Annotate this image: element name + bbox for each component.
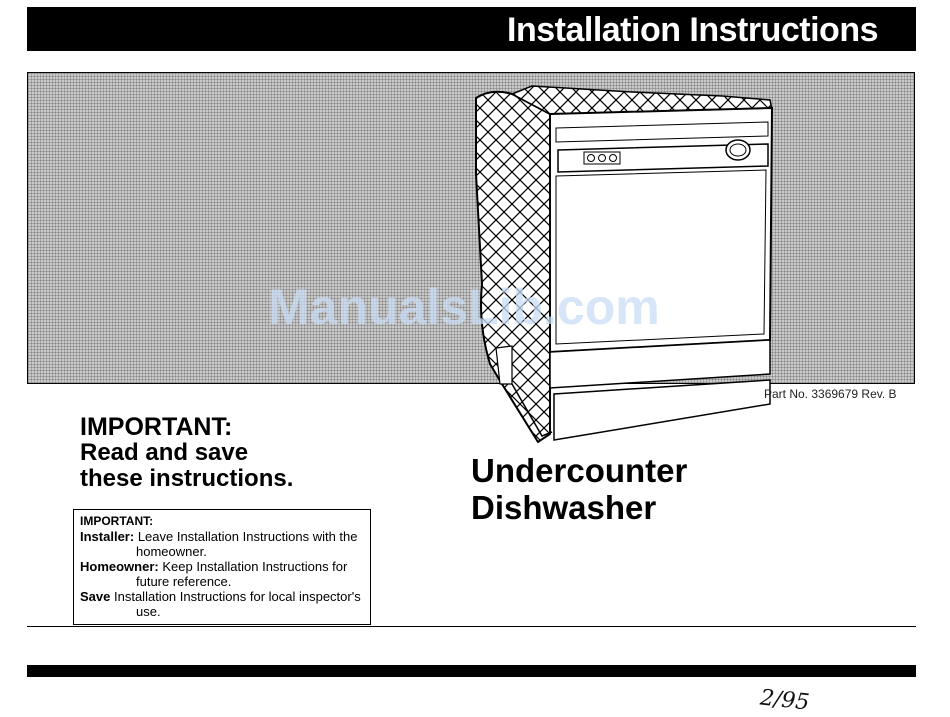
important-heading: IMPORTANT: Read and save these instructi… (80, 414, 293, 492)
important-label: IMPORTANT: (80, 413, 233, 441)
notice-heading: IMPORTANT: (80, 514, 154, 528)
notice-box: IMPORTANT: Installer: Leave Installation… (73, 509, 371, 625)
product-title: Undercounter Dishwasher (471, 452, 687, 526)
watermark: ManualsLib.com (268, 279, 660, 335)
product-title-line-2: Dishwasher (471, 489, 657, 526)
page-title: Installation Instructions (507, 11, 878, 49)
product-title-line-1: Undercounter (471, 452, 688, 489)
notice-item-homeowner: Homeowner: Keep Installation Instruction… (80, 559, 364, 589)
part-number: Part No. 3369679 Rev. B (764, 387, 897, 401)
notice-text: Keep Installation Instructions for futur… (136, 559, 348, 589)
dishwasher-illustration (475, 85, 774, 444)
handwritten-date: 2/95 (758, 685, 811, 716)
notice-item-installer: Installer: Leave Installation Instructio… (80, 529, 364, 559)
divider-thick (27, 665, 916, 677)
notice-label: Installer: (80, 529, 135, 544)
divider-thin (27, 626, 916, 627)
notice-item-save: Save Installation Instructions for local… (80, 589, 364, 619)
important-line-3: these instructions. (80, 465, 294, 492)
important-line-2: Read and save (80, 439, 249, 466)
header-bar: Installation Instructions (27, 7, 916, 51)
notice-text: Leave Installation Instructions with the… (136, 529, 358, 559)
notice-text: Installation Instructions for local insp… (114, 589, 361, 619)
notice-label: Save (80, 589, 111, 604)
notice-label: Homeowner: (80, 559, 159, 574)
